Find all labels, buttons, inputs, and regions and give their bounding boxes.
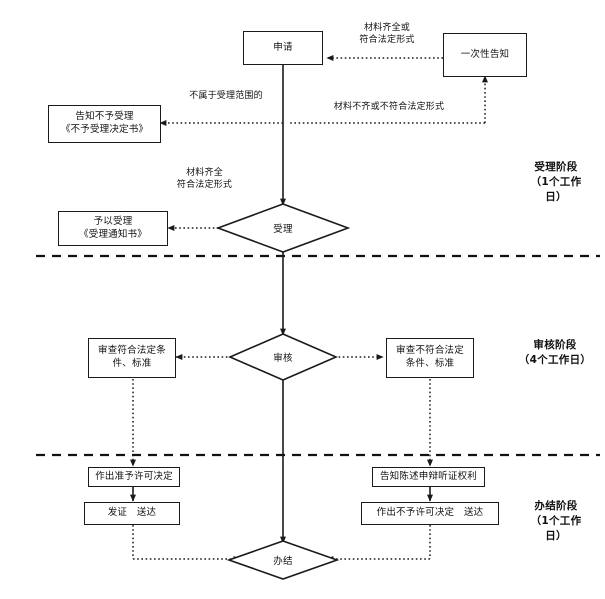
phase-label-review: 审核阶段（4个工作日） xyxy=(518,339,592,367)
node-deny-deliver[interactable]: 作出不予许可决定 送达 xyxy=(361,502,499,525)
edge-label-materials-ok-or-legal: 材料齐全或符合法定形式 xyxy=(359,23,415,46)
edge-label-materials-complete-legal: 材料齐全符合法定形式 xyxy=(176,168,233,191)
node-review-pass-label: 审查符合法定条件、标准 xyxy=(98,345,166,369)
node-grant-accept[interactable]: 予以受理《受理通知书》 xyxy=(58,211,168,246)
node-complete-label: 办结 xyxy=(273,556,293,567)
node-permit-decision-label: 作出准予许可决定 xyxy=(95,470,173,482)
node-grant-accept-label: 予以受理《受理通知书》 xyxy=(79,215,147,240)
node-apply[interactable]: 申请 xyxy=(243,31,323,65)
node-review-decision[interactable]: 审核 xyxy=(230,334,336,380)
node-deny-deliver-label: 作出不予许可决定 送达 xyxy=(376,507,484,519)
phase-label-acceptance: 受理阶段（1个工作日） xyxy=(530,161,582,204)
node-one-time-notice[interactable]: 一次性告知 xyxy=(443,33,527,77)
node-one-time-notice-label: 一次性告知 xyxy=(460,48,510,60)
complete-diamond-shape xyxy=(226,540,340,580)
node-issue-deliver-label: 发证 送达 xyxy=(107,507,157,519)
accept-diamond-shape xyxy=(215,203,351,253)
node-accept-decision-label: 受理 xyxy=(273,224,293,235)
node-notify-reject[interactable]: 告知不予受理《不予受理决定书》 xyxy=(48,105,161,143)
edge-label-not-in-scope: 不属于受理范围的 xyxy=(189,91,263,101)
node-complete[interactable]: 办结 xyxy=(229,541,337,579)
node-apply-label: 申请 xyxy=(273,41,293,53)
phase-label-completion: 办结阶段（1个工作日） xyxy=(530,500,582,543)
node-accept-decision[interactable]: 受理 xyxy=(218,204,348,252)
node-issue-deliver[interactable]: 发证 送达 xyxy=(84,502,180,525)
node-review-fail[interactable]: 审查不符合法定条件、标准 xyxy=(386,338,474,378)
node-review-fail-label: 审查不符合法定条件、标准 xyxy=(396,345,464,369)
node-notify-reject-label: 告知不予受理《不予受理决定书》 xyxy=(60,111,149,135)
node-notify-rights[interactable]: 告知陈述申辩听证权利 xyxy=(372,467,485,487)
node-review-decision-label: 审核 xyxy=(273,353,293,364)
edge-label-materials-incomplete: 材料不齐或不符合法定形式 xyxy=(333,102,445,112)
node-permit-decision[interactable]: 作出准予许可决定 xyxy=(88,467,180,487)
node-notify-rights-label: 告知陈述申辩听证权利 xyxy=(379,470,477,482)
node-review-pass[interactable]: 审查符合法定条件、标准 xyxy=(88,338,176,378)
review-diamond-shape xyxy=(227,333,339,381)
